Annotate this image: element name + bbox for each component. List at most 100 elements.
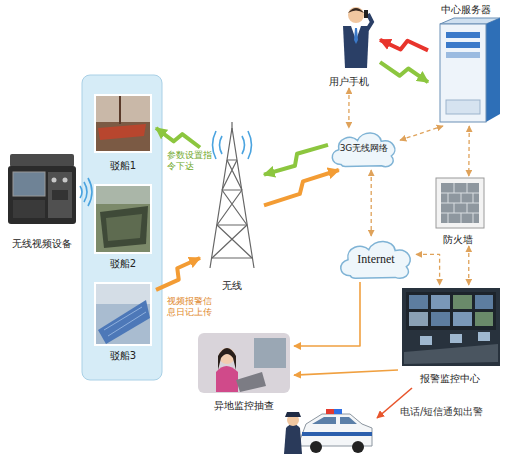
tower-spike <box>231 122 232 130</box>
network-link <box>294 370 398 375</box>
wave-arc <box>248 131 252 159</box>
photo-frame <box>95 95 151 152</box>
server-side <box>486 18 500 122</box>
light-red <box>326 409 334 414</box>
phone-user <box>343 7 372 68</box>
case-keypad <box>52 190 68 200</box>
photo-hold <box>106 214 142 241</box>
photo-sky <box>96 186 150 204</box>
wireless-link <box>156 258 200 290</box>
officer-cap <box>285 412 301 417</box>
node-label: 用户手机 <box>329 76 369 89</box>
user-phone <box>364 10 368 18</box>
node-label: 驳船3 <box>110 350 136 363</box>
brick-joints <box>441 183 479 223</box>
officer-uniform <box>284 424 302 454</box>
wall-screen <box>409 312 428 326</box>
tower-node: 无线 <box>200 122 264 292</box>
photo-frame <box>95 185 151 253</box>
case-lid <box>10 154 74 167</box>
network-link <box>371 170 372 236</box>
wave-arc <box>220 136 223 154</box>
wireless-link <box>156 128 200 148</box>
case-knob <box>52 178 57 183</box>
barge-photo <box>95 185 151 253</box>
wireless-link <box>380 40 428 51</box>
wireless-link <box>264 145 328 175</box>
photo-window <box>254 338 286 368</box>
cloud-shape <box>332 133 395 166</box>
wave-arc <box>80 186 82 198</box>
wall-screen <box>453 312 472 326</box>
car-wheel <box>352 441 364 453</box>
network-link <box>348 88 349 128</box>
desk-monitor <box>450 334 462 343</box>
wall-screen <box>475 312 493 326</box>
light-blue <box>334 409 342 414</box>
case-knob <box>63 178 68 183</box>
node-label: 报警监控中心 <box>420 373 480 386</box>
laptop <box>236 372 266 392</box>
video-wall <box>406 292 496 330</box>
console-desk <box>404 344 498 364</box>
radio-waves <box>80 178 92 206</box>
woman-hair <box>218 348 236 370</box>
phone-user-node: 用户手机 <box>318 2 380 88</box>
network-link <box>400 126 443 140</box>
user-hair <box>348 8 364 13</box>
node-label: 异地监控抽查 <box>214 400 274 413</box>
car-stripe <box>302 432 372 436</box>
photo-barge <box>98 124 146 140</box>
wireless-link <box>380 62 428 82</box>
node-label: Internet <box>357 252 394 267</box>
desk-monitor <box>420 336 432 345</box>
network-link <box>294 282 360 346</box>
wall-screen <box>475 295 493 309</box>
barge-panel <box>82 75 162 380</box>
user-suit <box>343 26 369 68</box>
car-windows <box>312 417 357 424</box>
tower-braces <box>212 160 252 258</box>
cloud-shape <box>341 242 411 279</box>
user-tie <box>354 28 358 44</box>
node-label: 3G无线网络 <box>340 143 389 154</box>
node-label: 无线 <box>222 280 242 293</box>
network-link <box>416 254 440 285</box>
node-label: 防火墙 <box>443 234 473 247</box>
firewall-bricks <box>441 183 479 223</box>
photo-water <box>96 122 150 151</box>
server-bay <box>446 32 480 38</box>
radio-tower <box>210 122 254 268</box>
barge-photo <box>95 95 151 152</box>
remote-check-photo <box>198 333 290 393</box>
barge-node: 驳船3 <box>90 280 156 362</box>
barge-photo <box>95 283 151 345</box>
server-node: 中心服务器 <box>428 4 503 126</box>
video-case <box>8 154 76 224</box>
firewall-frame <box>436 178 484 228</box>
server-bay <box>446 52 480 58</box>
police-car <box>300 409 372 453</box>
woman-top <box>216 366 238 392</box>
room-ground <box>402 288 500 366</box>
photo-ground <box>198 333 290 393</box>
device-node: 无线视频设备 <box>2 150 82 250</box>
node-label: 驳船2 <box>110 258 136 271</box>
car-body <box>300 414 372 446</box>
photo-barge <box>100 206 148 248</box>
tower-legs <box>210 128 254 268</box>
server-front <box>440 24 486 122</box>
link-label: 视频报警信息日记上传 <box>167 296 213 318</box>
wall-screen <box>431 295 450 309</box>
wireless-link <box>264 170 339 205</box>
case-screen <box>13 172 45 196</box>
node-label: 中心服务器 <box>441 4 491 17</box>
node-label: 驳船1 <box>110 160 136 173</box>
network-link <box>468 126 470 176</box>
link-label: 参数设置指令下达 <box>167 150 213 172</box>
case-panel <box>48 172 72 218</box>
photo-mast <box>119 96 121 124</box>
firewall-node: 防火墙 <box>428 176 488 246</box>
